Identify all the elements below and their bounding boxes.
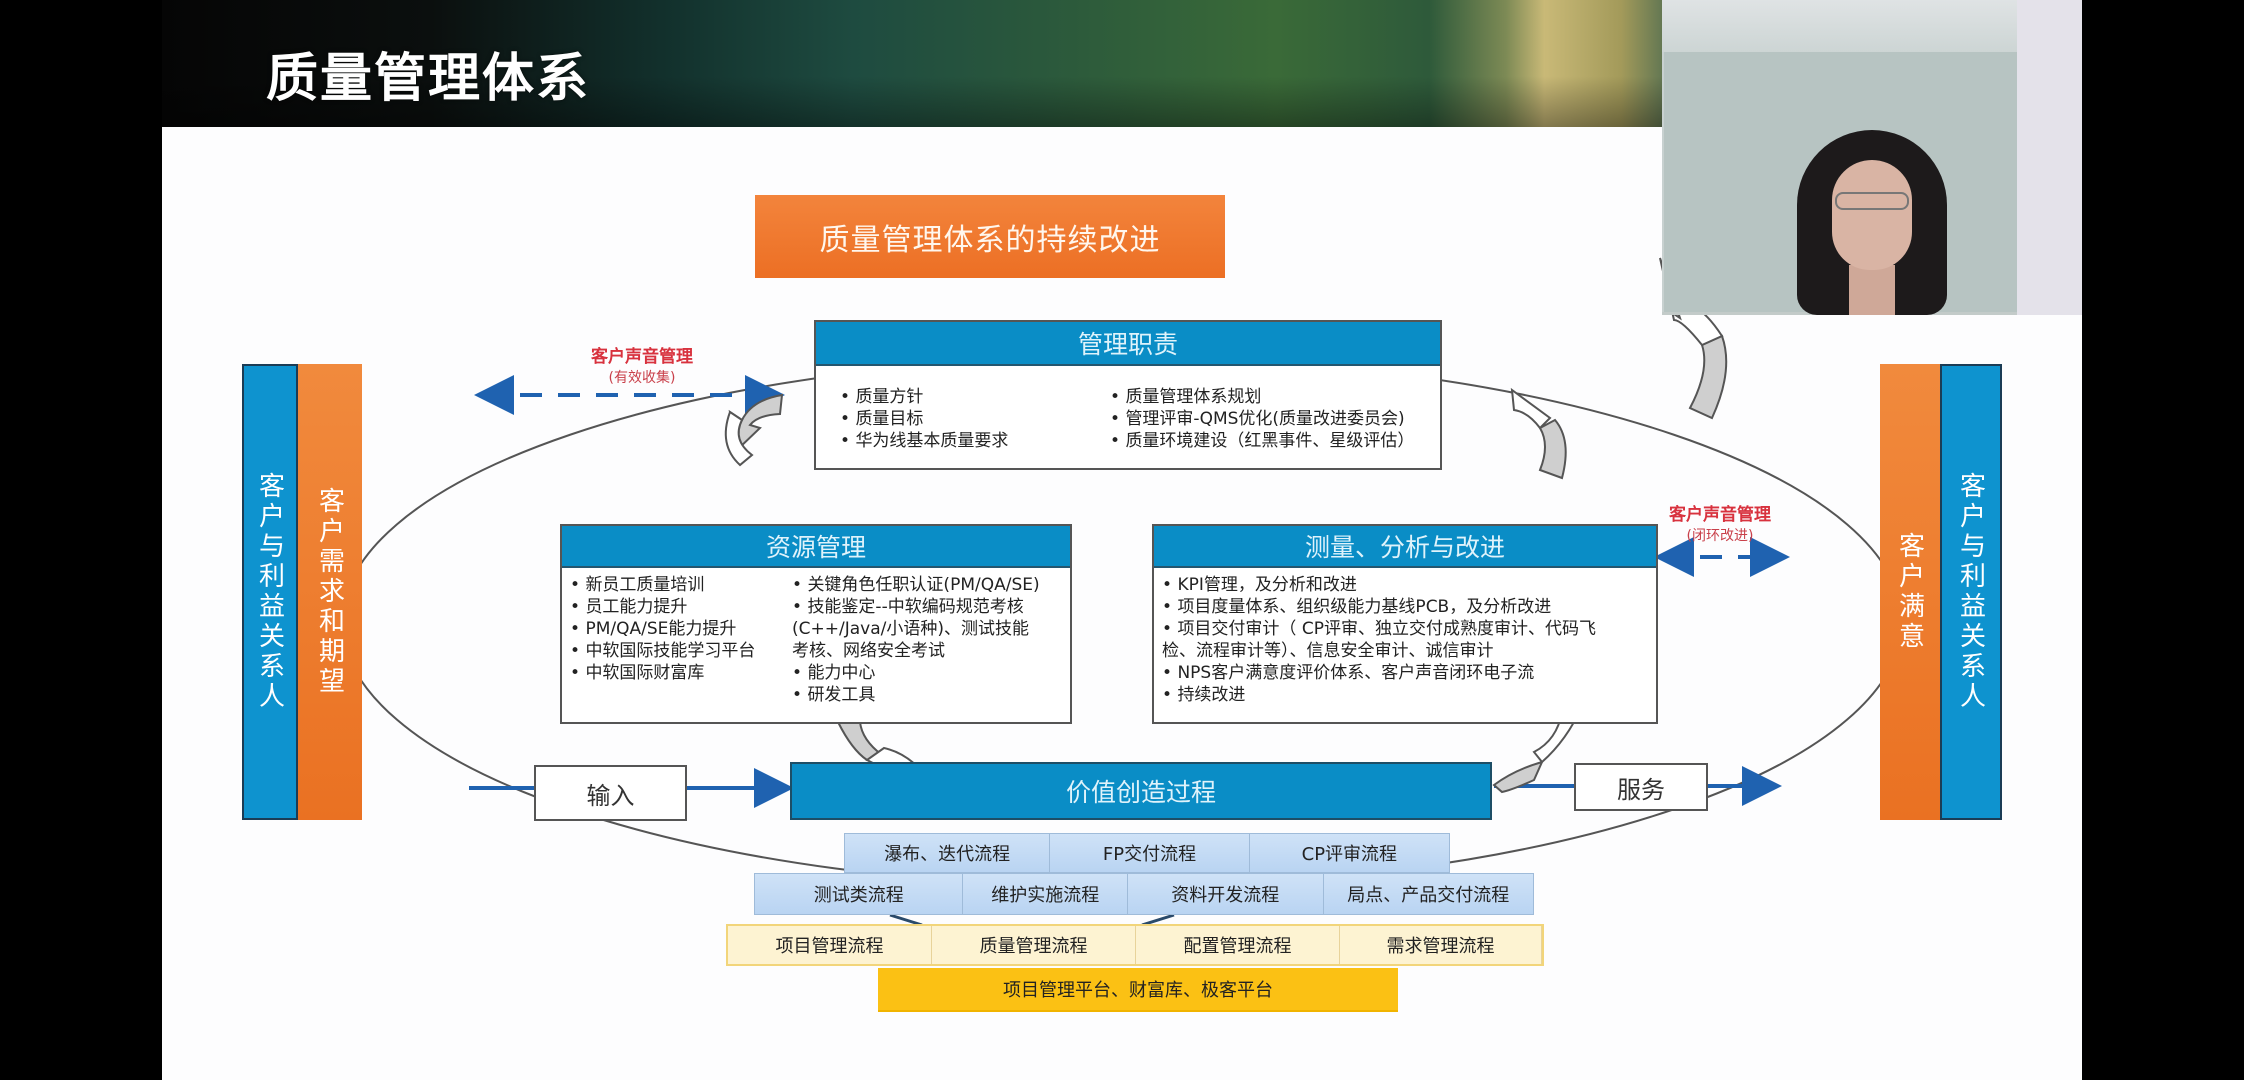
resource-item-cont: (C++/Java/小语种)、测试技能 — [792, 619, 1029, 639]
process-cell: CP评审流程 — [1301, 844, 1398, 865]
measurement-panel-title: 测量、分析与改进 — [1154, 526, 1656, 568]
resource-item: 新员工质量培训 — [570, 574, 792, 596]
resource-item: 技能鉴定--中软编码规范考核 — [792, 596, 1040, 618]
continuous-improvement-banner: 质量管理体系的持续改进 — [755, 195, 1225, 278]
measure-item: KPI管理，及分析和改进 — [1162, 574, 1596, 596]
input-box: 输入 — [534, 765, 687, 821]
voice-right-sub: (闭环改进) — [1686, 528, 1754, 544]
measure-item: 项目度量体系、组织级能力基线PCB，及分析改进 — [1162, 596, 1596, 618]
measure-item: 项目交付审计（ CP评审、独立交付成熟度审计、代码飞 — [1162, 618, 1596, 640]
process-row-1: 瀑布、迭代流程 FP交付流程 CP评审流程 — [844, 833, 1450, 873]
slide: 质量管理体系 — [162, 0, 2082, 1080]
page-title: 质量管理体系 — [266, 49, 591, 109]
process-cell: 测试类流程 — [755, 874, 964, 914]
resource-item: 中软国际技能学习平台 — [570, 640, 792, 662]
resource-item: PM/QA/SE能力提升 — [570, 618, 792, 640]
presenter-avatar — [1797, 130, 1947, 315]
voice-right-title: 客户声音管理 — [1669, 505, 1771, 525]
process-cell: 局点、产品交付流程 — [1347, 885, 1510, 906]
customer-requirements-column: 客户需求和期望 — [298, 364, 362, 820]
curved-arrow-top-right — [1510, 387, 1567, 480]
mgmt-item: 质量目标 — [840, 408, 1110, 430]
management-responsibility-panel: 管理职责 质量方针 质量目标 华为线基本质量要求 质量管理体系规划 管理评审-Q… — [814, 320, 1442, 470]
service-box: 服务 — [1574, 763, 1708, 811]
process-cell: 配置管理流程 — [1136, 926, 1340, 964]
resource-item: 员工能力提升 — [570, 596, 792, 618]
process-cell: 需求管理流程 — [1340, 926, 1542, 964]
measurement-panel-body: KPI管理，及分析和改进 项目度量体系、组织级能力基线PCB，及分析改进 项目交… — [1154, 568, 1656, 712]
resource-item: 能力中心 — [792, 662, 1040, 684]
left-stakeholders-column: 客户与利益关系人 — [242, 364, 298, 820]
process-row-2: 测试类流程 维护实施流程 资料开发流程 局点、产品交付流程 — [754, 873, 1534, 915]
mgmt-item: 管理评审-QMS优化(质量改进委员会) — [1110, 408, 1414, 430]
process-cell: 项目管理流程 — [728, 926, 932, 964]
process-cell: 质量管理流程 — [932, 926, 1136, 964]
management-panel-body: 质量方针 质量目标 华为线基本质量要求 质量管理体系规划 管理评审-QMS优化(… — [816, 366, 1440, 472]
voice-management-right: 客户声音管理 (闭环改进) — [1640, 500, 1800, 545]
resource-item: 关键角色任职认证(PM/QA/SE) — [792, 574, 1039, 596]
measure-item: NPS客户满意度评价体系、客户声音闭环电子流 — [1162, 662, 1596, 684]
mgmt-item: 质量环境建设（红黑事件、星级评估） — [1110, 430, 1414, 452]
value-creation-process-bar: 价值创造过程 — [790, 762, 1492, 820]
voice-management-left: 客户声音管理 (有效收集) — [542, 342, 742, 387]
mgmt-item: 质量方针 — [840, 386, 1110, 408]
voice-left-sub: (有效收集) — [608, 370, 676, 386]
process-cell: 瀑布、迭代流程 — [845, 834, 1051, 872]
customer-satisfaction-column: 客户满意 — [1880, 364, 1940, 820]
process-cell: 资料开发流程 — [1128, 874, 1324, 914]
resource-panel-body: 新员工质量培训 员工能力提升 PM/QA/SE能力提升 中软国际技能学习平台 中… — [562, 568, 1070, 712]
measure-item: 持续改进 — [1162, 684, 1596, 706]
platform-bar: 项目管理平台、财富库、极客平台 — [878, 968, 1398, 1012]
resource-panel-title: 资源管理 — [562, 526, 1070, 568]
mgmt-item: 华为线基本质量要求 — [840, 430, 1110, 452]
curved-arrow-top-left — [724, 393, 784, 467]
process-cell: 维护实施流程 — [963, 874, 1129, 914]
presenter-webcam — [1662, 0, 2082, 315]
process-cell: FP交付流程 — [1050, 834, 1250, 872]
resource-management-panel: 资源管理 新员工质量培训 员工能力提升 PM/QA/SE能力提升 中软国际技能学… — [560, 524, 1072, 724]
right-stakeholders-column: 客户与利益关系人 — [1940, 364, 2002, 820]
voice-left-title: 客户声音管理 — [591, 347, 693, 367]
resource-item: 中软国际财富库 — [570, 662, 792, 684]
resource-item-cont: 考核、网络安全考试 — [792, 641, 945, 661]
management-panel-title: 管理职责 — [816, 322, 1440, 366]
process-row-3: 项目管理流程 质量管理流程 配置管理流程 需求管理流程 — [726, 924, 1544, 966]
measurement-analysis-panel: 测量、分析与改进 KPI管理，及分析和改进 项目度量体系、组织级能力基线PCB，… — [1152, 524, 1658, 724]
resource-item: 研发工具 — [792, 684, 1040, 706]
measure-item-cont: 检、流程审计等）、信息安全审计、诚信审计 — [1162, 641, 1494, 661]
mgmt-item: 质量管理体系规划 — [1110, 386, 1414, 408]
